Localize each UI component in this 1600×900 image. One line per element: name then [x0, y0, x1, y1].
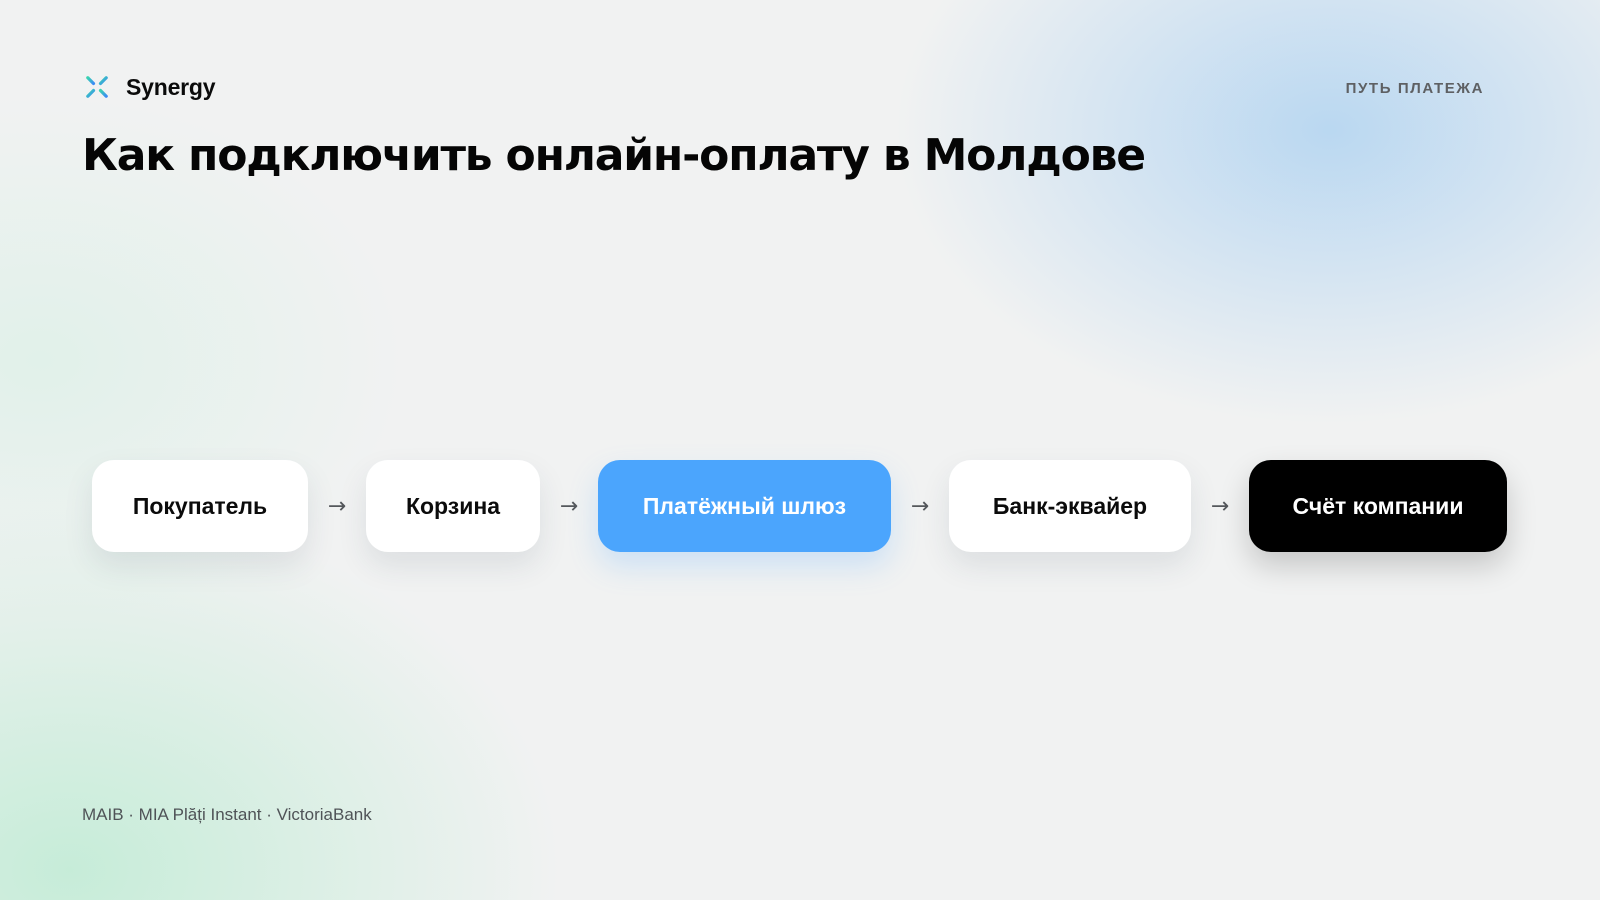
- flow-step-payment-gateway: Платёжный шлюз: [598, 460, 891, 552]
- brand-name: Synergy: [126, 73, 216, 100]
- flow-step-label: Платёжный шлюз: [642, 492, 847, 519]
- flow-step-label: Банк-эквайер: [992, 492, 1148, 519]
- flow-step-buyer: Покупатель: [92, 460, 308, 552]
- flow-step-cart: Корзина: [366, 460, 540, 552]
- flow-arrow-icon: →: [1210, 493, 1230, 519]
- flow-arrow-icon: →: [327, 493, 347, 519]
- payment-flow-diagram: Покупатель → Корзина → Платёжный шлюз → …: [92, 460, 1507, 552]
- flow-step-acquiring-bank: Банк-эквайер: [949, 460, 1191, 552]
- asterisk-burst-icon: [82, 72, 112, 102]
- footer-note: MAIB · MIA Plăți Instant · VictoriaBank: [82, 805, 372, 824]
- flow-arrow-icon: →: [910, 493, 930, 519]
- flow-step-label: Корзина: [405, 492, 501, 519]
- brand-logo: Synergy: [82, 72, 216, 102]
- section-label: ПУТЬ ПЛАТЕЖА: [1345, 80, 1484, 97]
- flow-step-label: Счёт компании: [1292, 492, 1464, 519]
- flow-step-company-account: Счёт компании: [1249, 460, 1507, 552]
- flow-step-label: Покупатель: [132, 492, 268, 519]
- flow-arrow-icon: →: [559, 493, 579, 519]
- page-title: Как подключить онлайн-оплату в Молдове: [82, 130, 1146, 181]
